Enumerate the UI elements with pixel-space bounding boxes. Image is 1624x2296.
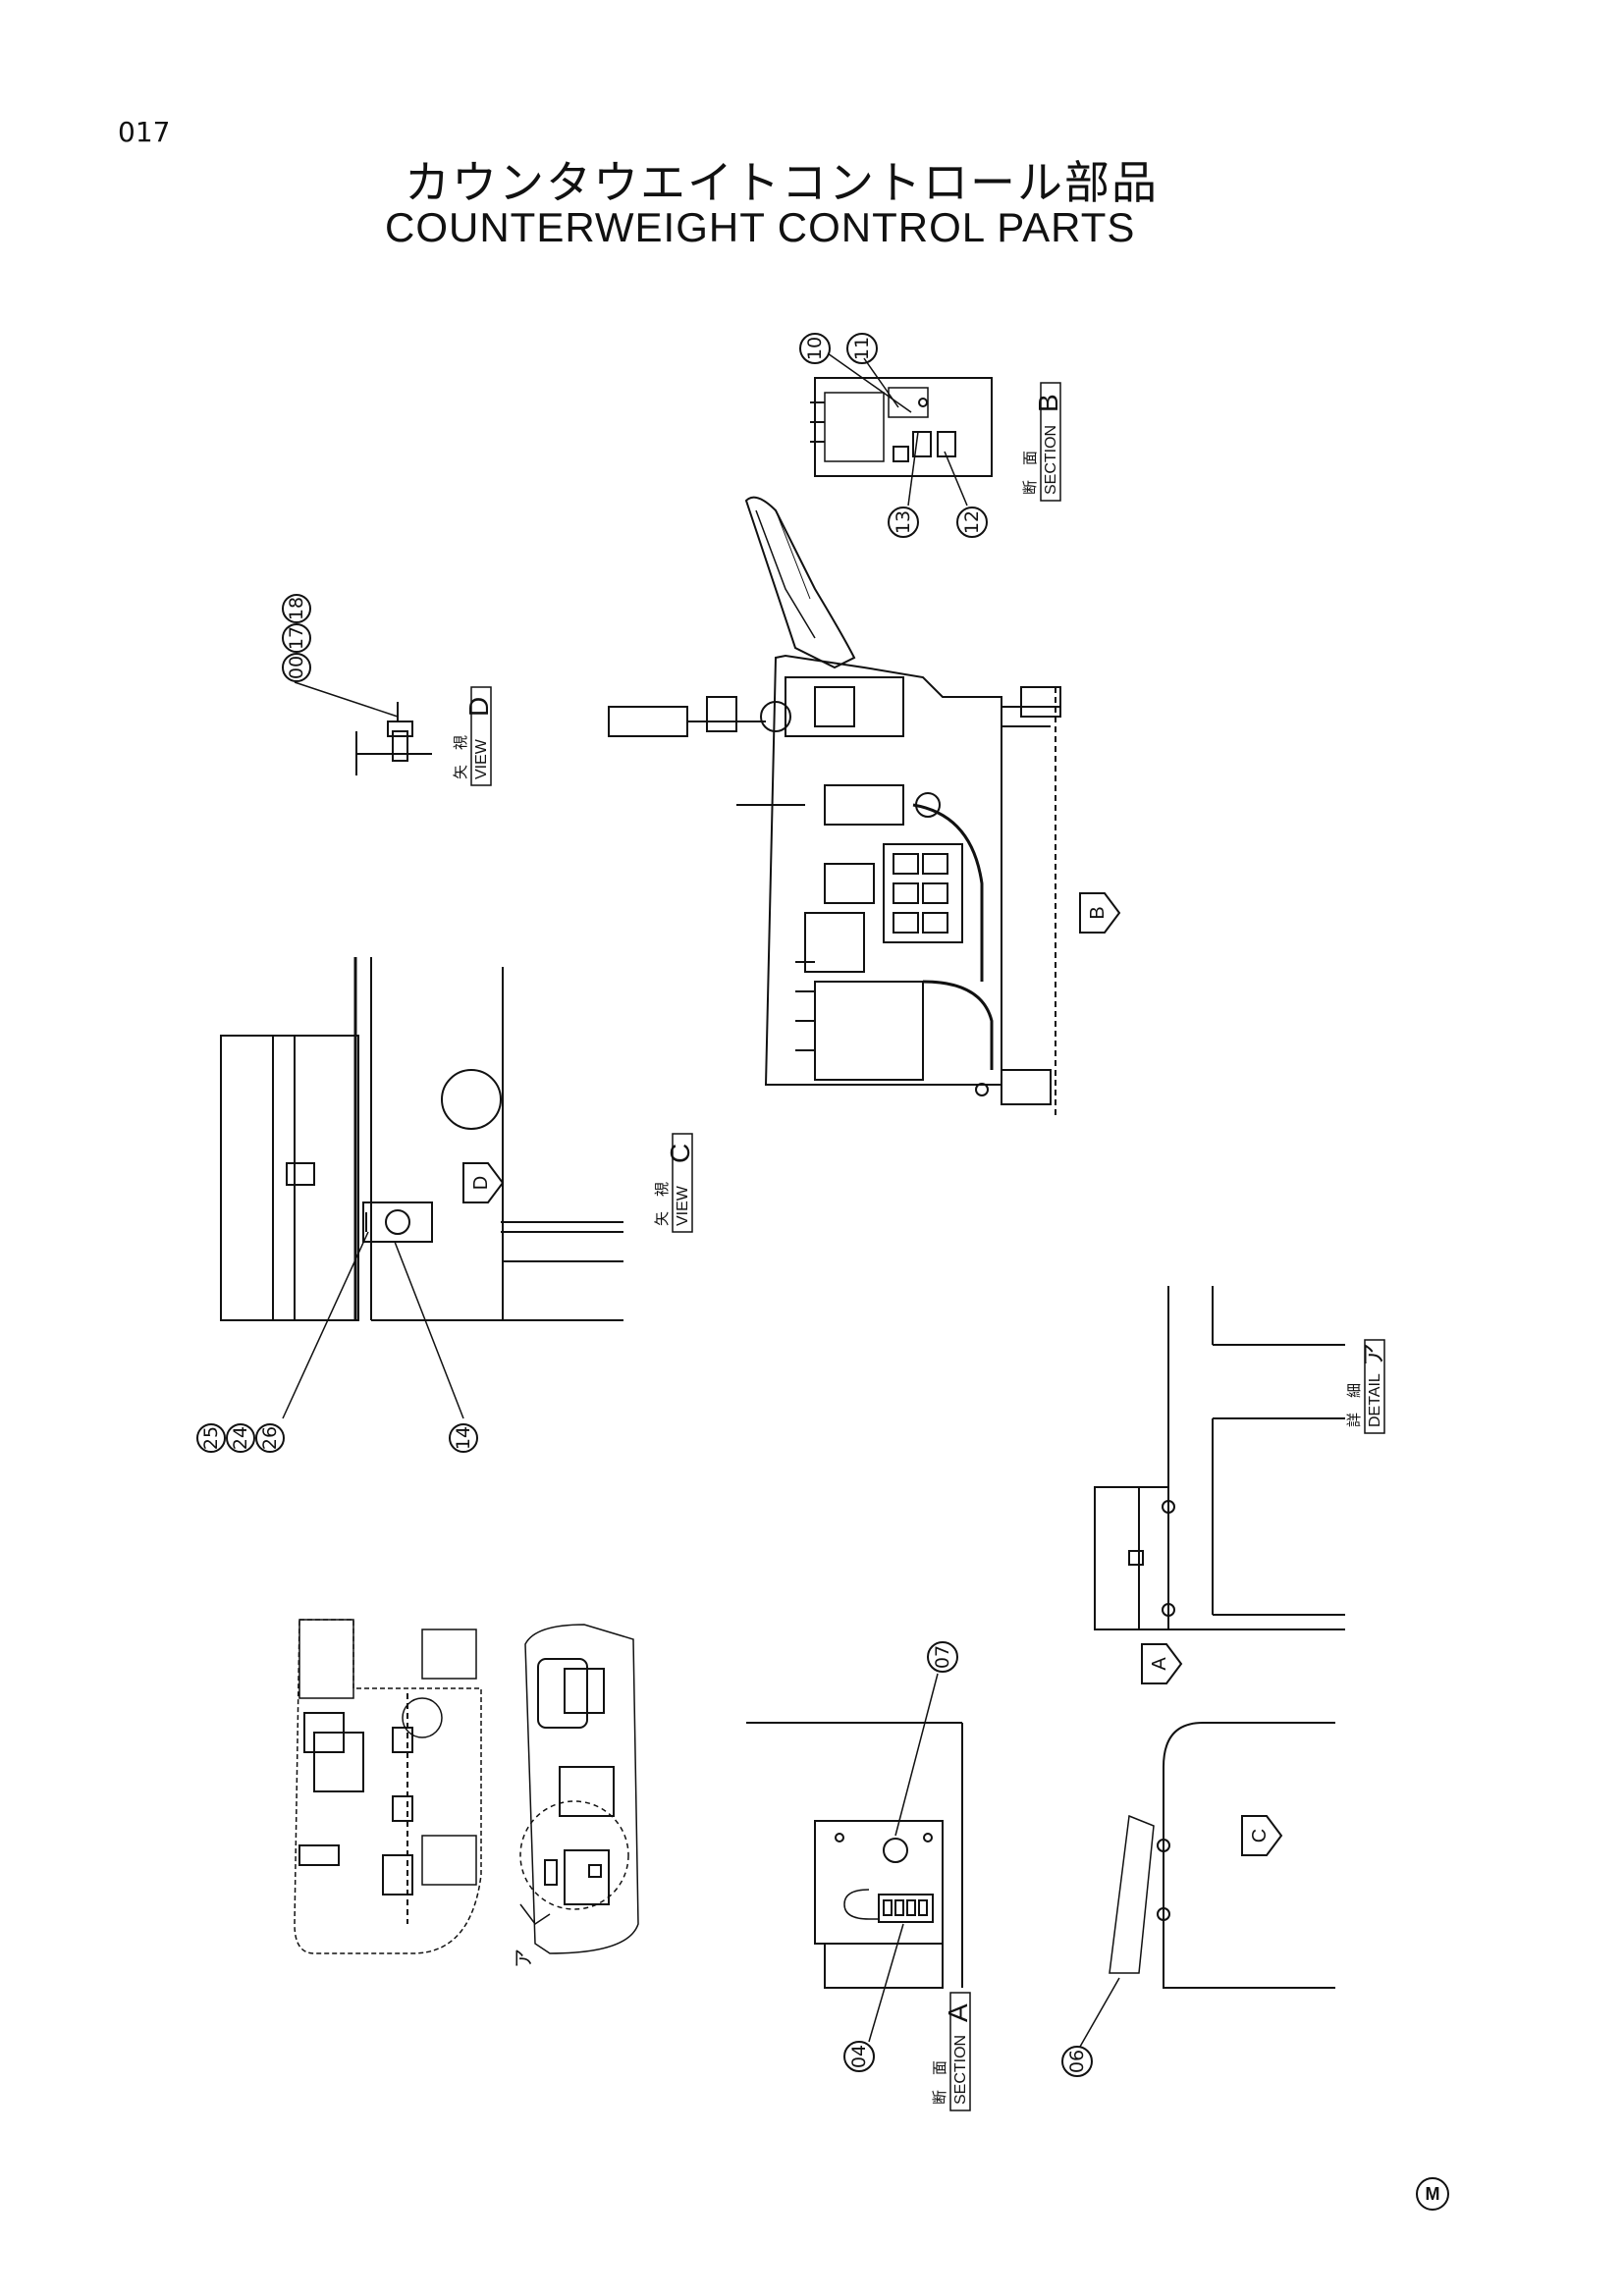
view-c-letter: C [665,1144,695,1163]
callout-13: 13 [888,507,919,538]
arrow-c: C [1241,1815,1283,1856]
section-a-letter: A [943,2003,973,2022]
view-c-jp: 矢 視 [653,1182,671,1226]
callout-14-label: 14 [453,1426,474,1450]
view-d-jp: 矢 視 [452,735,469,779]
arrow-c-label: C [1249,1829,1271,1842]
callout-06: 06 [1061,2046,1093,2077]
detail-a-drawing [1094,1286,1345,1630]
callout-10: 10 [799,333,831,364]
section-b-label: SECTION [1043,425,1059,495]
callout-17: 17 [282,623,311,653]
section-b-tag: 断 面 SECTION B [1021,382,1063,502]
view-c-detail [220,957,623,1419]
section-a-jp: 断 面 [931,2060,948,2105]
title-english: COUNTERWEIGHT CONTROL PARTS [385,204,1136,250]
machine-top-view [294,1619,482,1954]
detail-a-label: DETAIL [1367,1373,1383,1427]
arrow-b: B [1079,892,1121,934]
view-c-tag: 矢 視 VIEW C [653,1133,695,1233]
arrow-b-label: B [1087,906,1109,919]
callout-25-label: 25 [200,1426,222,1450]
bracket-detail [1079,1722,1335,2048]
section-a-tag: 断 面 SECTION A [931,1992,973,2111]
detail-a-tag: 詳 細 DETAIL ア [1345,1339,1387,1434]
callout-06-label: 06 [1066,2050,1088,2073]
view-d-letter: D [463,697,494,717]
section-b-jp: 断 面 [1021,451,1039,495]
callout-04-label: 04 [848,2045,870,2068]
callout-11-label: 11 [851,337,873,360]
section-b-detail [810,352,993,507]
callout-12-label: 12 [961,510,983,534]
view-c-label: VIEW [675,1185,691,1226]
callout-13-label: 13 [893,510,914,534]
callout-12: 12 [956,507,988,538]
callout-18: 18 [282,594,311,623]
arrow-a-kana-label: ア [514,1949,535,1968]
arrow-a-label: A [1149,1657,1170,1671]
callout-07-label: 07 [932,1645,953,1669]
view-d-detail [294,681,432,775]
callout-17-label: 17 [286,626,307,650]
section-b-letter: B [1033,394,1063,412]
callout-24: 24 [226,1423,255,1453]
callout-10-label: 10 [804,337,826,360]
callout-14: 14 [449,1423,478,1453]
arrow-a: A [1141,1643,1183,1684]
callout-25: 25 [196,1423,226,1453]
callout-07: 07 [927,1641,958,1673]
callout-26: 26 [255,1423,285,1453]
callout-26-label: 26 [259,1426,281,1450]
callout-00-label: 00 [286,656,307,679]
callout-00: 00 [282,653,311,682]
callout-04: 04 [843,2041,875,2072]
section-a-label: SECTION [952,2035,969,2105]
callout-24-label: 24 [230,1426,251,1450]
detail-a-letter: ア [1361,1343,1387,1366]
corner-mark: M [1416,2177,1449,2211]
view-d-tag: 矢 視 VIEW D [452,686,494,786]
arrow-d-label: D [470,1176,492,1190]
page-number: 017 [118,116,171,148]
callout-18-label: 18 [286,597,307,620]
machine-side-view: ア [514,1624,639,1968]
section-a-detail [746,1673,963,2043]
detail-a-jp: 詳 細 [1345,1383,1363,1427]
view-d-label: VIEW [473,738,490,779]
main-assembly [608,496,1061,1119]
callout-11: 11 [846,333,878,364]
title-japanese: カウンタウエイトコントロール部品 [405,156,1159,209]
arrow-d: D [462,1162,505,1203]
